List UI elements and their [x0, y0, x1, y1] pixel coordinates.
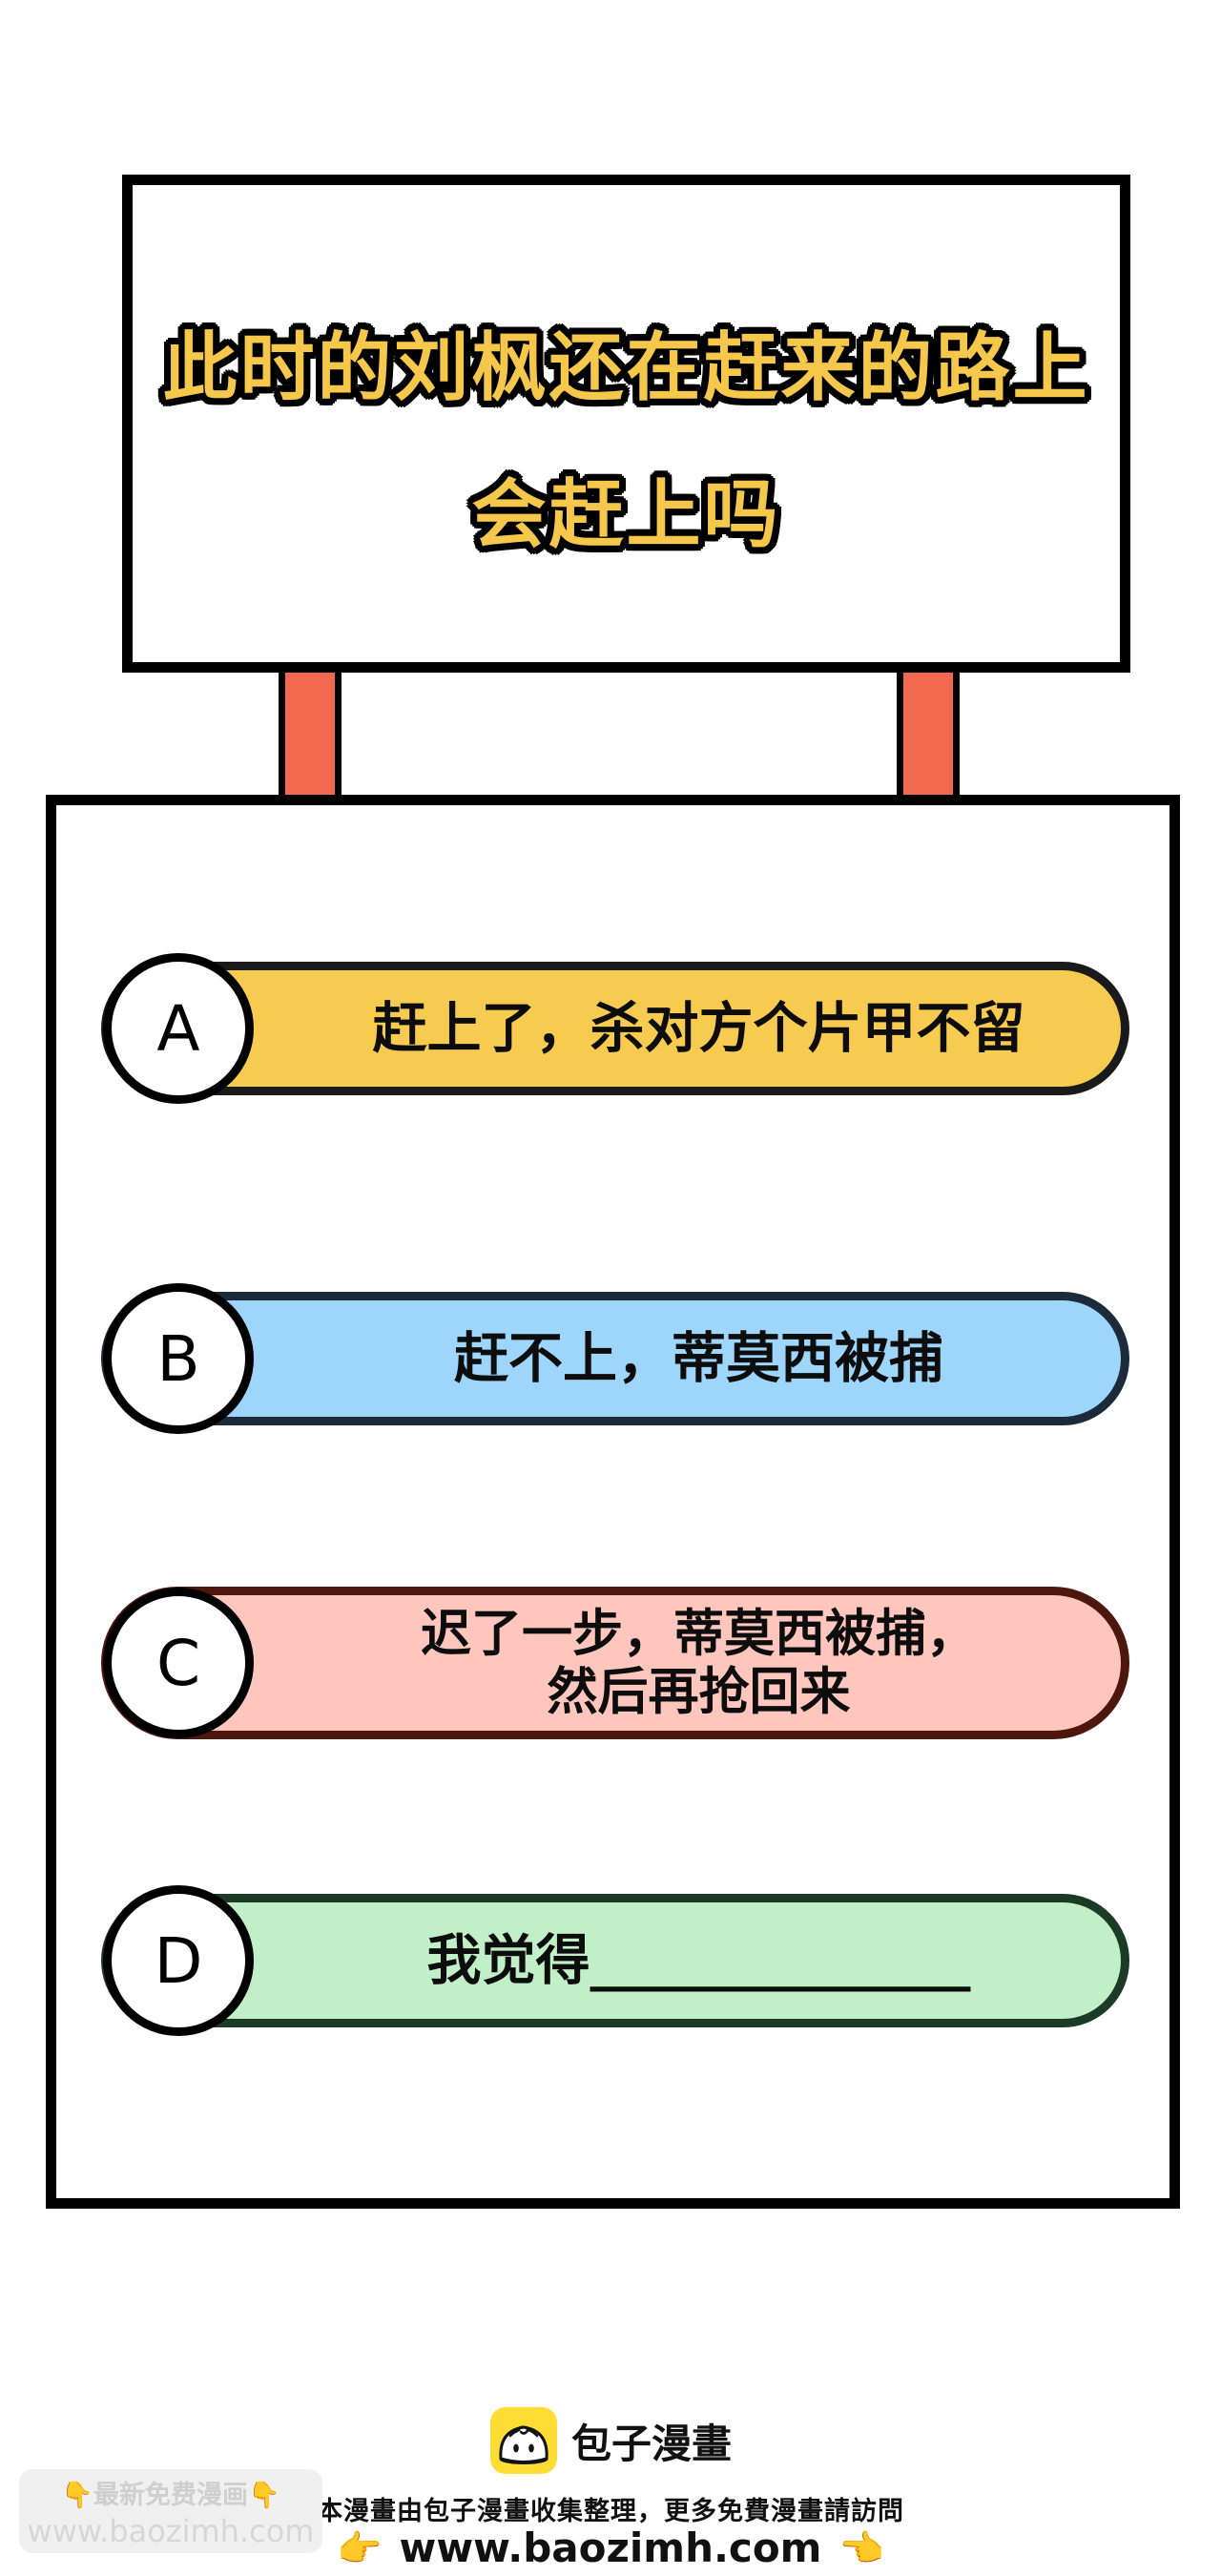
- option-b-letter: B: [156, 1321, 200, 1396]
- option-a[interactable]: A 赶上了，杀对方个片甲不留: [101, 953, 1129, 1104]
- sign-post-right: [897, 666, 960, 801]
- sign-board: 此时的刘枫还在赶来的路上 会赶上吗: [122, 175, 1130, 673]
- sign-title-line2: 会赶上吗: [471, 472, 781, 558]
- option-a-badge: A: [103, 953, 254, 1104]
- option-b-badge: B: [103, 1283, 254, 1434]
- footer-notice: 本漫畫由包子漫畫收集整理，更多免費漫畫請訪問: [317, 2497, 904, 2526]
- baozi-logo-icon: [489, 2407, 557, 2474]
- sign-title-line1: 此时的刘枫还在赶来的路上: [162, 325, 1090, 411]
- footer-url[interactable]: www.baozimh.com: [399, 2524, 822, 2571]
- option-c-letter: C: [155, 1626, 201, 1700]
- option-c[interactable]: C 迟了一步，蒂莫西被捕， 然后再抢回来: [101, 1587, 1129, 1739]
- footer-url-row: 👉 www.baozimh.com 👈: [0, 2524, 1221, 2571]
- option-c-label: 迟了一步，蒂莫西被捕， 然后再抢回来: [421, 1604, 977, 1721]
- option-d-letter: D: [154, 1923, 203, 1998]
- watermark-title: 👇最新免费漫画👇: [61, 2480, 280, 2510]
- option-c-badge: C: [103, 1588, 254, 1738]
- point-down-icon-left: 👇: [61, 2480, 93, 2510]
- watermark-url: www.baozimh.com: [27, 2512, 315, 2549]
- point-left-icon: 👈: [838, 2526, 884, 2569]
- option-b-label: 赶不上，蒂莫西被捕: [454, 1326, 943, 1390]
- point-down-icon-right: 👇: [248, 2480, 280, 2510]
- point-right-icon: 👉: [337, 2526, 383, 2569]
- brand-label: 包子漫畫: [570, 2420, 732, 2467]
- sign-post-left: [279, 666, 341, 801]
- option-a-letter: A: [156, 991, 200, 1066]
- option-d-badge: D: [103, 1885, 254, 2036]
- option-b[interactable]: B 赶不上，蒂莫西被捕: [101, 1283, 1129, 1434]
- option-a-label: 赶上了，杀对方个片甲不留: [372, 996, 1025, 1060]
- watermark-box: 👇最新免费漫画👇 www.baozimh.com: [19, 2469, 322, 2553]
- option-d-label: 我觉得______________: [426, 1928, 971, 1992]
- footer-brand: 包子漫畫: [0, 2404, 1221, 2477]
- option-d[interactable]: D 我觉得______________: [101, 1885, 1129, 2036]
